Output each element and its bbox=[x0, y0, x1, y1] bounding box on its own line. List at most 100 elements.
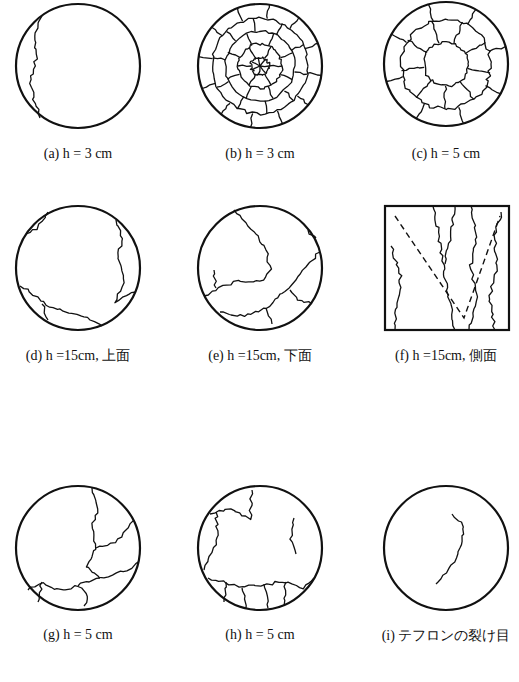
crack-line bbox=[225, 31, 295, 102]
crack-line bbox=[213, 270, 216, 288]
crack-line bbox=[202, 83, 215, 88]
crack-line bbox=[269, 65, 282, 66]
crack-line bbox=[305, 44, 318, 49]
panel-caption: (e) h =15cm, 下面 bbox=[208, 347, 312, 365]
crack-line bbox=[297, 96, 308, 105]
crack-line bbox=[489, 47, 505, 52]
crack-line bbox=[429, 5, 434, 21]
crack-line bbox=[408, 41, 428, 53]
crack-line bbox=[454, 22, 463, 43]
crack-line bbox=[96, 520, 134, 548]
crack-line bbox=[224, 582, 226, 602]
crack-line bbox=[295, 72, 308, 75]
crack-line bbox=[252, 66, 260, 70]
crack-line bbox=[284, 91, 293, 100]
panel-caption: (c) h = 5 cm bbox=[412, 146, 481, 162]
crack-line bbox=[227, 32, 236, 41]
crack-line bbox=[392, 34, 407, 42]
panel-caption: (b) h = 3 cm bbox=[225, 146, 294, 162]
crack-line bbox=[290, 290, 312, 304]
crack-line bbox=[265, 47, 272, 58]
crack-line bbox=[217, 81, 229, 87]
panel-caption: (d) h =15cm, 上面 bbox=[26, 347, 130, 365]
crack-line bbox=[268, 86, 273, 98]
crack-line bbox=[260, 66, 266, 73]
crack-line bbox=[265, 101, 267, 114]
crack-line bbox=[26, 212, 48, 234]
crack-line bbox=[266, 308, 272, 324]
crack-line bbox=[115, 220, 136, 303]
crack-line bbox=[220, 252, 320, 316]
cone-outline bbox=[395, 216, 500, 318]
crack-line bbox=[242, 588, 246, 608]
crack-line bbox=[460, 81, 474, 99]
crack-line bbox=[38, 582, 42, 602]
crack-line bbox=[267, 5, 270, 19]
crack-line bbox=[78, 578, 100, 586]
crack-line bbox=[489, 212, 502, 330]
crack-line bbox=[228, 74, 240, 79]
specimen-outline bbox=[384, 2, 508, 126]
crack-line bbox=[246, 86, 251, 98]
crack-line bbox=[208, 578, 314, 589]
crack-line bbox=[436, 514, 464, 584]
crack-line bbox=[291, 45, 303, 51]
crack-line bbox=[276, 24, 282, 35]
crack-line bbox=[237, 43, 283, 89]
specimen-outline bbox=[198, 486, 322, 610]
specimen-side bbox=[385, 206, 509, 330]
crack-line bbox=[199, 57, 213, 59]
crack-line bbox=[250, 57, 270, 75]
panel-caption: (a) h = 3 cm bbox=[44, 146, 113, 162]
crack-line bbox=[247, 34, 252, 46]
crack-line bbox=[30, 16, 42, 118]
crack-line bbox=[416, 104, 424, 119]
crack-line bbox=[416, 81, 431, 98]
specimen-outline bbox=[16, 206, 140, 330]
crack-line bbox=[249, 74, 256, 85]
crack-line bbox=[445, 206, 455, 264]
crack-line bbox=[432, 21, 439, 43]
crack-line bbox=[469, 206, 478, 330]
crack-line bbox=[280, 53, 292, 58]
crack-line bbox=[253, 19, 255, 32]
crack-line bbox=[468, 68, 491, 73]
specimen-outline bbox=[384, 486, 508, 610]
crack-line bbox=[260, 59, 266, 66]
panel-caption: (h) h = 5 cm bbox=[225, 627, 294, 643]
crack-line bbox=[391, 246, 402, 330]
crack-line bbox=[465, 43, 485, 54]
crack-line bbox=[290, 18, 299, 29]
crack-line bbox=[20, 286, 102, 326]
crack-line bbox=[238, 65, 251, 66]
crack-line bbox=[228, 52, 240, 57]
crack-line bbox=[284, 582, 286, 606]
crack-line bbox=[280, 75, 292, 80]
crack-line bbox=[290, 518, 296, 554]
crack-line bbox=[204, 210, 272, 296]
crack-line bbox=[277, 111, 282, 124]
crack-line bbox=[459, 107, 464, 123]
crack-line bbox=[265, 74, 272, 85]
specimen-outline bbox=[198, 4, 322, 128]
crack-line bbox=[213, 17, 309, 115]
crack-line bbox=[251, 113, 253, 127]
crack-line bbox=[468, 10, 476, 25]
crack-line bbox=[486, 86, 501, 94]
crack-line bbox=[308, 230, 316, 238]
panel-caption: (i) テフロンの裂け目 bbox=[382, 627, 511, 645]
crack-line bbox=[433, 206, 455, 330]
crack-line bbox=[264, 584, 268, 608]
crack-line bbox=[307, 73, 321, 76]
crack-line bbox=[402, 67, 425, 70]
panel-caption: (f) h =15cm, 側面 bbox=[395, 347, 497, 365]
crack-line bbox=[400, 19, 491, 109]
specimen-outline bbox=[16, 486, 140, 610]
panel-caption: (g) h = 5 cm bbox=[43, 627, 112, 643]
crack-line bbox=[221, 103, 230, 114]
crack-line bbox=[238, 97, 244, 109]
crack-line bbox=[258, 57, 260, 66]
crack-line bbox=[387, 77, 403, 82]
